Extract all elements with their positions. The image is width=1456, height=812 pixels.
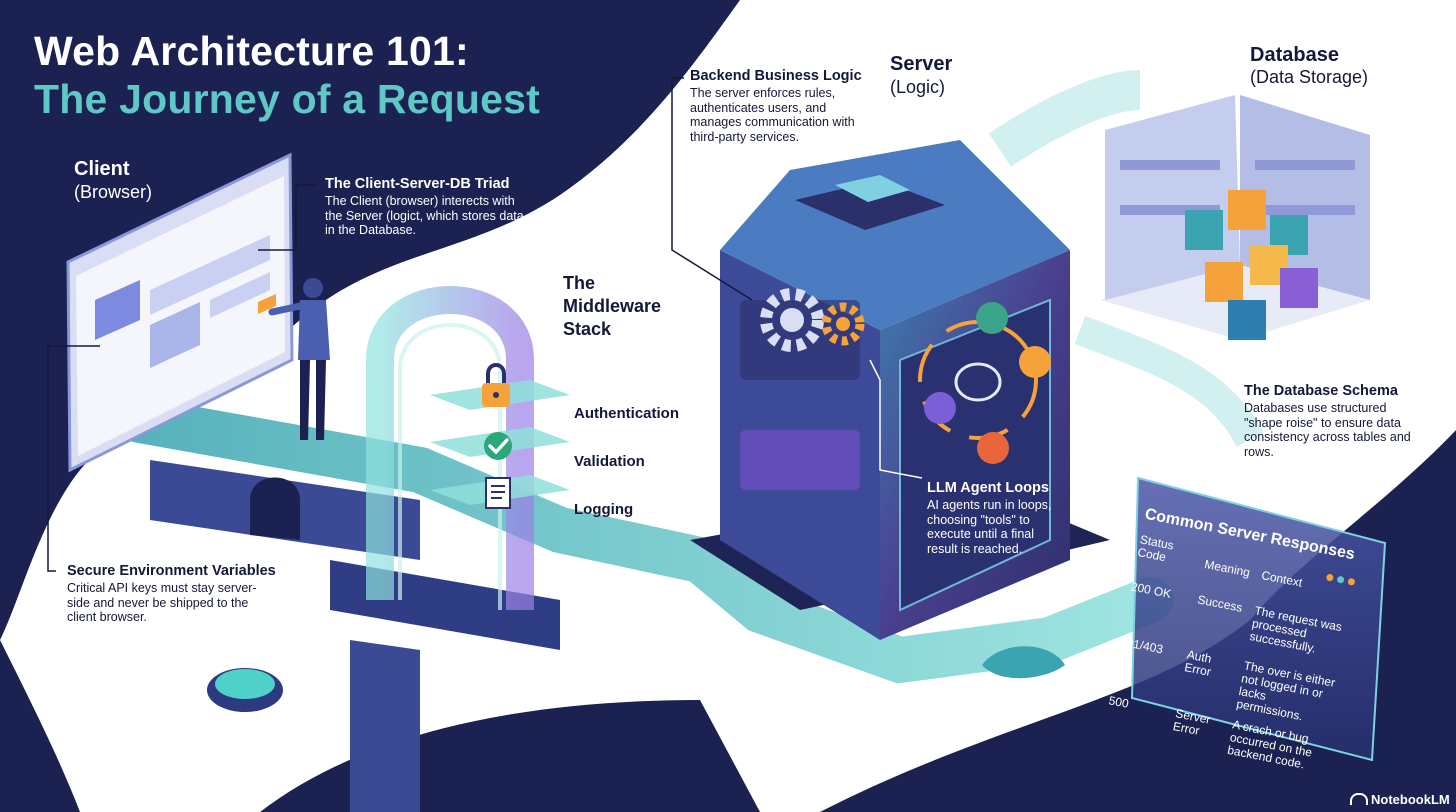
note-body: Databases use structured "shape roise" t… bbox=[1244, 401, 1411, 459]
browser-window bbox=[66, 152, 294, 473]
database-storage bbox=[1100, 95, 1370, 340]
status-meaning: Server Error bbox=[1171, 706, 1212, 738]
page-title-line2: The Journey of a Request bbox=[34, 76, 541, 122]
server-title: Server bbox=[890, 53, 953, 75]
status-meaning: Success bbox=[1196, 592, 1244, 615]
database-title: Database bbox=[1250, 44, 1339, 66]
header-status-code: Status Code bbox=[1136, 532, 1175, 565]
note-env: Secure Environment Variables Critical AP… bbox=[67, 563, 277, 625]
note-body: AI agents run in loops, choosing "tools"… bbox=[927, 498, 1052, 556]
document-icon bbox=[485, 477, 511, 509]
data-packet bbox=[982, 646, 1065, 679]
path-node-glow bbox=[215, 669, 275, 699]
user-figure bbox=[268, 278, 330, 440]
status-code: 500 bbox=[1107, 693, 1130, 711]
bridge-arch-1 bbox=[250, 477, 300, 540]
note-heading: LLM Agent Loops bbox=[927, 480, 1049, 496]
database-subtitle: (Data Storage) bbox=[1250, 67, 1369, 87]
header-meaning: Meaning bbox=[1203, 557, 1252, 580]
middleware-layer-logging: Logging bbox=[574, 501, 634, 518]
note-body: Critical API keys must stay server-side … bbox=[67, 581, 257, 624]
middleware-layer-authentication: Authentication bbox=[574, 405, 679, 422]
status-context: The request was processed successfully. bbox=[1248, 603, 1344, 656]
background-shape-left bbox=[0, 0, 740, 640]
request-path bbox=[117, 397, 1173, 684]
logo-mark-icon bbox=[1350, 793, 1368, 805]
support-pillar bbox=[350, 640, 420, 812]
client-title: Client bbox=[74, 158, 130, 180]
note-heading: Backend Business Logic bbox=[690, 68, 862, 84]
logo-text: NotebookLM bbox=[1371, 792, 1450, 807]
header-context: Context bbox=[1260, 568, 1304, 590]
note-llm: LLM Agent Loops AI agents run in loops, … bbox=[927, 480, 1057, 556]
env-leader bbox=[47, 345, 100, 572]
triad-leader bbox=[258, 184, 318, 251]
agent-loop-cycle bbox=[918, 302, 1051, 464]
note-body: The server enforces rules, authenticates… bbox=[690, 86, 855, 144]
status-meaning: Auth Error bbox=[1183, 647, 1213, 679]
server-subtitle: (Logic) bbox=[890, 77, 946, 97]
server-responses-table: Common Server Responses Status Code Mean… bbox=[1088, 498, 1370, 800]
middleware-title-line: Middleware bbox=[563, 296, 662, 316]
note-backend: Backend Business Logic The server enforc… bbox=[690, 68, 870, 144]
path-to-database bbox=[988, 70, 1141, 167]
client-subtitle: (Browser) bbox=[74, 182, 153, 202]
llm-leader bbox=[869, 359, 923, 479]
lock-icon bbox=[482, 363, 510, 407]
status-code: 401/403 bbox=[1119, 634, 1165, 657]
note-heading: Secure Environment Variables bbox=[67, 563, 276, 579]
server-tower bbox=[690, 140, 1110, 640]
responses-panel-bg bbox=[1130, 476, 1387, 762]
note-heading: The Client-Server-DB Triad bbox=[325, 176, 510, 192]
dot-icon bbox=[1336, 575, 1345, 584]
notebooklm-logo: NotebookLM bbox=[1350, 792, 1450, 807]
page-title-line1: Web Architecture 101: bbox=[34, 28, 469, 74]
middleware-layer-validation: Validation bbox=[574, 453, 645, 470]
middleware-title-line: The bbox=[563, 273, 596, 293]
gear-icon bbox=[760, 288, 865, 352]
status-code: 200 OK bbox=[1129, 579, 1173, 601]
checkmark-icon bbox=[484, 432, 512, 460]
note-heading: The Database Schema bbox=[1244, 383, 1398, 399]
status-context: A crach or bug occurred on the backend c… bbox=[1226, 717, 1314, 772]
note-body: The Client (browser) interects with the … bbox=[325, 194, 524, 237]
background-shape-corner bbox=[0, 640, 80, 812]
dot-icon bbox=[1347, 577, 1356, 586]
background-shape-bottom bbox=[260, 700, 760, 812]
middleware-title-line: Stack bbox=[563, 319, 612, 339]
backend-leader bbox=[671, 77, 753, 301]
dot-icon bbox=[1325, 573, 1334, 582]
status-context: The over is either not logged in or lack… bbox=[1235, 658, 1337, 724]
middleware-title: The Middleware Stack bbox=[563, 272, 661, 341]
note-triad: The Client-Server-DB Triad The Client (b… bbox=[325, 176, 525, 238]
path-from-database bbox=[1074, 315, 1264, 448]
note-schema: The Database Schema Databases use struct… bbox=[1244, 383, 1424, 459]
